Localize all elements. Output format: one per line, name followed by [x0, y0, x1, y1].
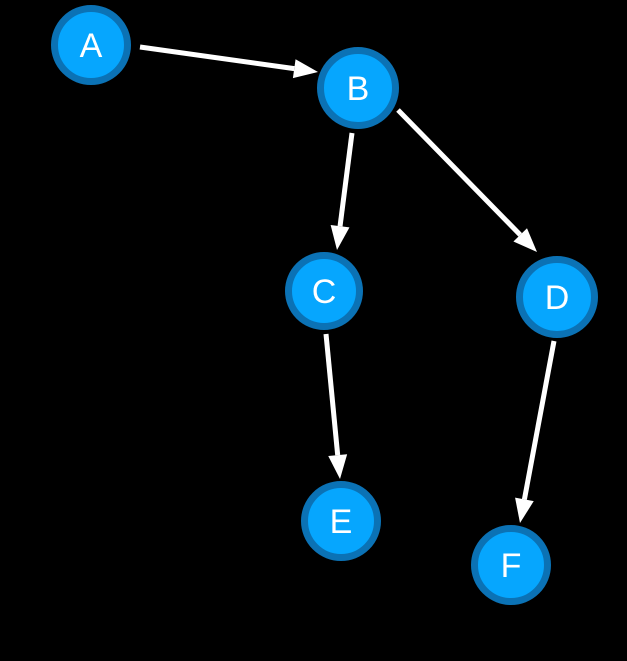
- node-circle[interactable]: [317, 47, 399, 129]
- node-label: A: [80, 27, 103, 65]
- edge-line: [139, 44, 295, 72]
- edge-line: [521, 340, 557, 500]
- graph-node-a[interactable]: A: [51, 5, 131, 85]
- graph-edge: [515, 340, 557, 523]
- graph-edge: [330, 132, 355, 250]
- node-label: F: [501, 547, 522, 585]
- graph-node-c[interactable]: C: [285, 252, 363, 330]
- node-circle[interactable]: [516, 256, 598, 338]
- node-circle[interactable]: [51, 5, 131, 85]
- edges-layer: [139, 44, 557, 523]
- edge-line: [396, 108, 522, 237]
- edge-line: [323, 333, 341, 456]
- arrowhead-icon: [292, 59, 318, 79]
- node-circle[interactable]: [285, 252, 363, 330]
- node-label: B: [347, 70, 370, 108]
- edge-line: [337, 132, 355, 227]
- graph-node-d[interactable]: D: [516, 256, 598, 338]
- graph-node-f[interactable]: F: [471, 525, 551, 605]
- graph-edge: [396, 108, 537, 252]
- graph-node-b[interactable]: B: [317, 47, 399, 129]
- node-label: C: [312, 273, 337, 311]
- graph-edge: [139, 44, 318, 79]
- node-circle[interactable]: [471, 525, 551, 605]
- node-label: D: [545, 279, 570, 317]
- node-label: E: [330, 503, 353, 541]
- node-circle[interactable]: [301, 481, 381, 561]
- graph-edge: [323, 333, 348, 479]
- graph-node-e[interactable]: E: [301, 481, 381, 561]
- nodes-layer: A B C D E F: [51, 5, 598, 605]
- arrowhead-icon: [330, 224, 350, 250]
- arrowhead-icon: [513, 228, 537, 252]
- arrowhead-icon: [328, 454, 348, 479]
- arrowhead-icon: [515, 497, 534, 523]
